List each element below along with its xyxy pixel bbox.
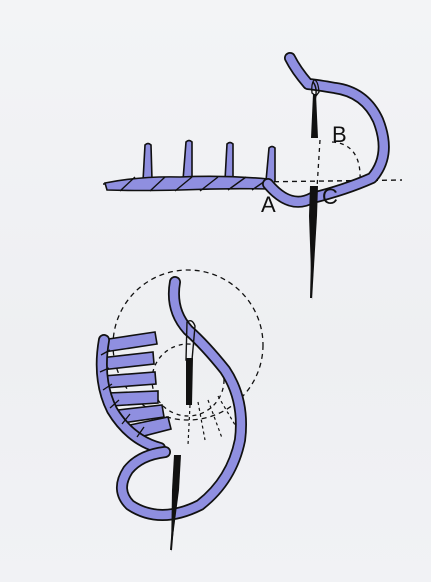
upright-stitch-1 — [143, 144, 152, 182]
radial-stitch-3 — [103, 372, 156, 388]
upright-stitch-2 — [183, 141, 192, 181]
thread-loop — [268, 58, 384, 202]
upright-stitches — [143, 141, 275, 182]
needle-c — [309, 186, 318, 300]
needle-b — [311, 94, 318, 138]
label-c: C — [322, 184, 338, 209]
radial-stitch-1 — [102, 332, 157, 352]
upper-needle — [186, 358, 193, 405]
label-b: B — [332, 122, 347, 147]
rope-band-body — [105, 176, 270, 190]
dashed-radial-spokes — [188, 396, 238, 445]
top-stitch-illustration: A B C — [103, 58, 402, 300]
upright-stitch-4 — [266, 147, 275, 182]
dashed-thread-path — [332, 142, 360, 182]
label-a: A — [261, 192, 276, 217]
twisted-rope-band — [105, 176, 270, 191]
upright-stitch-3 — [225, 143, 233, 181]
bottom-stitch-illustration — [100, 270, 263, 552]
